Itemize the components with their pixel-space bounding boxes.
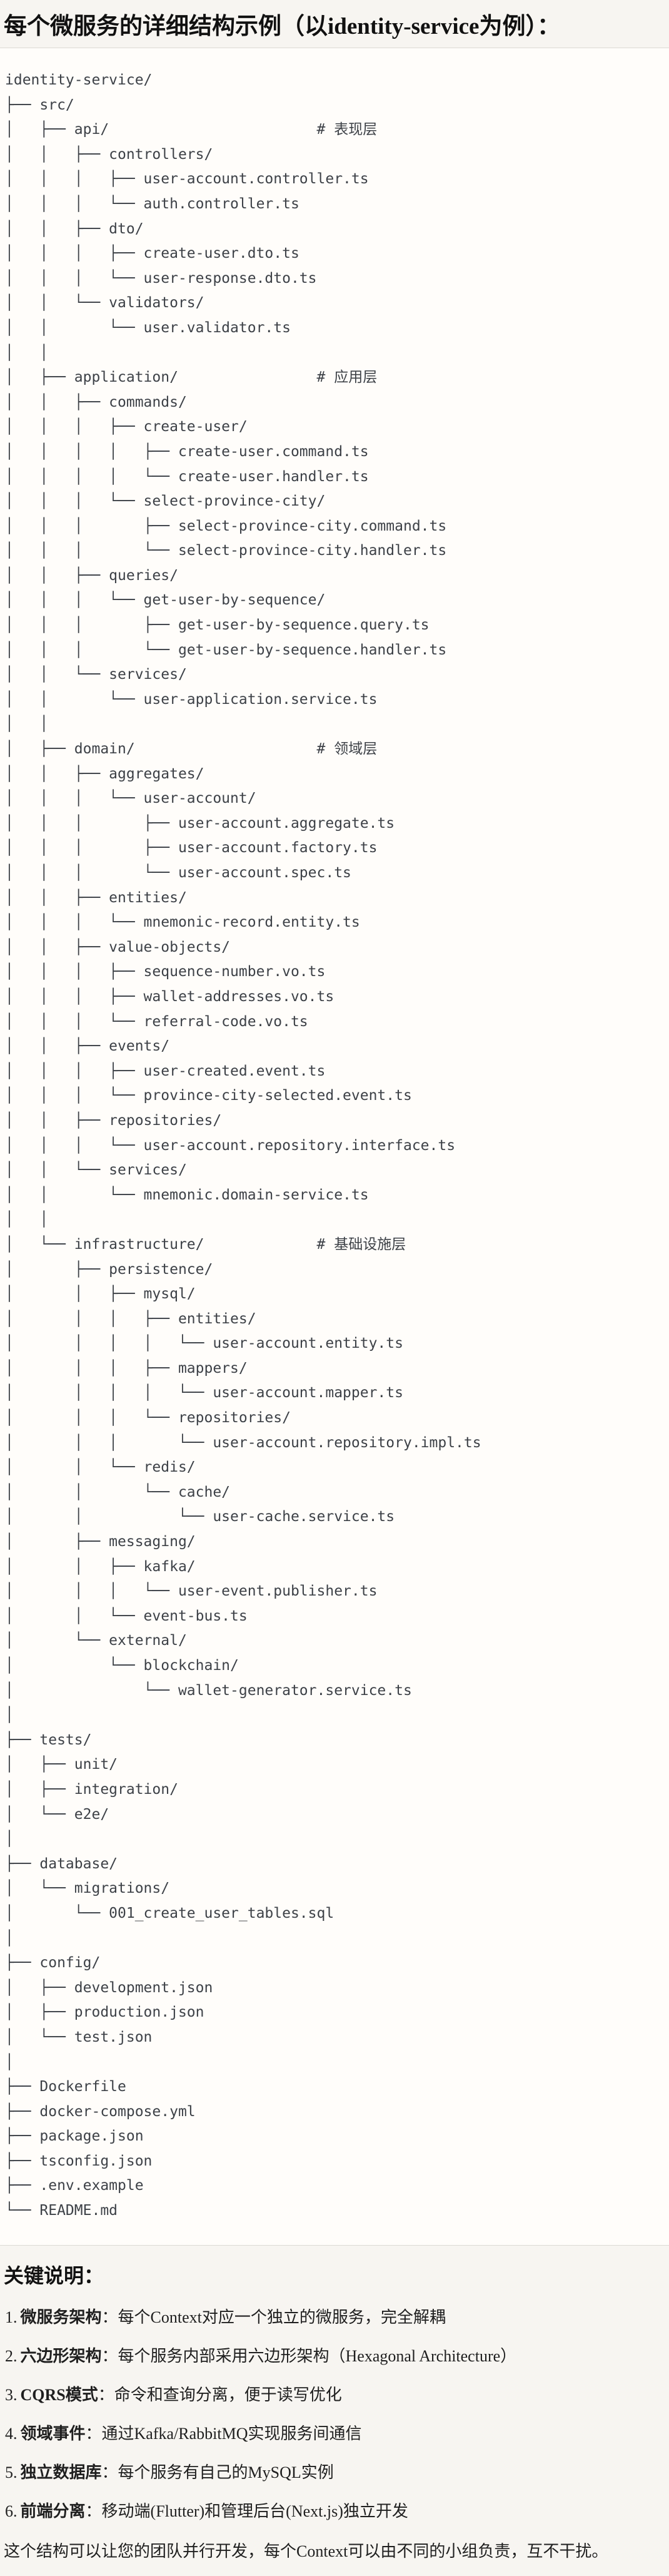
note-number: 1. (5, 2308, 18, 2326)
note-desc: 每个Context对应一个独立的微服务，完全解耦 (118, 2308, 446, 2326)
note-colon: ： (85, 2502, 102, 2520)
note-number: 6. (5, 2502, 18, 2520)
note-item: 1.微服务架构：每个Context对应一个独立的微服务，完全解耦 (5, 2308, 663, 2327)
note-number: 5. (5, 2463, 18, 2482)
note-desc: 通过Kafka/RabbitMQ实现服务间通信 (101, 2424, 362, 2443)
note-number: 2. (5, 2346, 18, 2365)
directory-tree: identity-service/ ├── src/ │ ├── api/ # … (5, 72, 481, 2219)
closing-paragraph: 这个结构可以让您的团队并行开发，每个Context可以由不同的小组负责，互不干扰… (4, 2542, 608, 2560)
note-item: 4.领域事件：通过Kafka/RabbitMQ实现服务间通信 (5, 2424, 663, 2443)
notes-list: 1.微服务架构：每个Context对应一个独立的微服务，完全解耦 2.六边形架构… (4, 2308, 663, 2521)
note-colon: ： (101, 2346, 118, 2365)
note-item: 2.六边形架构：每个服务内部采用六边形架构（Hexagonal Architec… (5, 2346, 663, 2366)
note-term: 前端分离 (20, 2502, 86, 2520)
code-block: identity-service/ ├── src/ │ ├── api/ # … (0, 48, 669, 2246)
note-term: 领域事件 (20, 2424, 86, 2443)
notes-heading: 关键说明： (4, 2264, 104, 2287)
note-colon: ： (98, 2385, 114, 2404)
note-desc: 每个服务内部采用六边形架构（Hexagonal Architecture） (118, 2346, 517, 2365)
note-number: 4. (5, 2424, 18, 2443)
note-colon: ： (101, 2308, 118, 2326)
note-desc: 每个服务有自己的MySQL实例 (118, 2463, 334, 2482)
note-item: 6.前端分离：移动端(Flutter)和管理后台(Next.js)独立开发 (5, 2502, 663, 2521)
note-term: CQRS模式 (20, 2385, 98, 2404)
note-term: 微服务架构 (20, 2308, 102, 2326)
page-title: 每个微服务的详细结构示例（以identity-service为例）： (4, 14, 560, 39)
note-term: 独立数据库 (20, 2463, 102, 2482)
note-desc: 命令和查询分离，便于读写优化 (114, 2385, 342, 2404)
note-colon: ： (85, 2424, 102, 2443)
note-number: 3. (5, 2385, 18, 2404)
note-colon: ： (101, 2463, 118, 2482)
note-term: 六边形架构 (20, 2346, 102, 2365)
notes-section: 关键说明： 1.微服务架构：每个Context对应一个独立的微服务，完全解耦 2… (0, 2263, 669, 2576)
note-desc: 移动端(Flutter)和管理后台(Next.js)独立开发 (101, 2502, 408, 2520)
note-item: 3.CQRS模式：命令和查询分离，便于读写优化 (5, 2385, 663, 2405)
note-item: 5.独立数据库：每个服务有自己的MySQL实例 (5, 2463, 663, 2482)
